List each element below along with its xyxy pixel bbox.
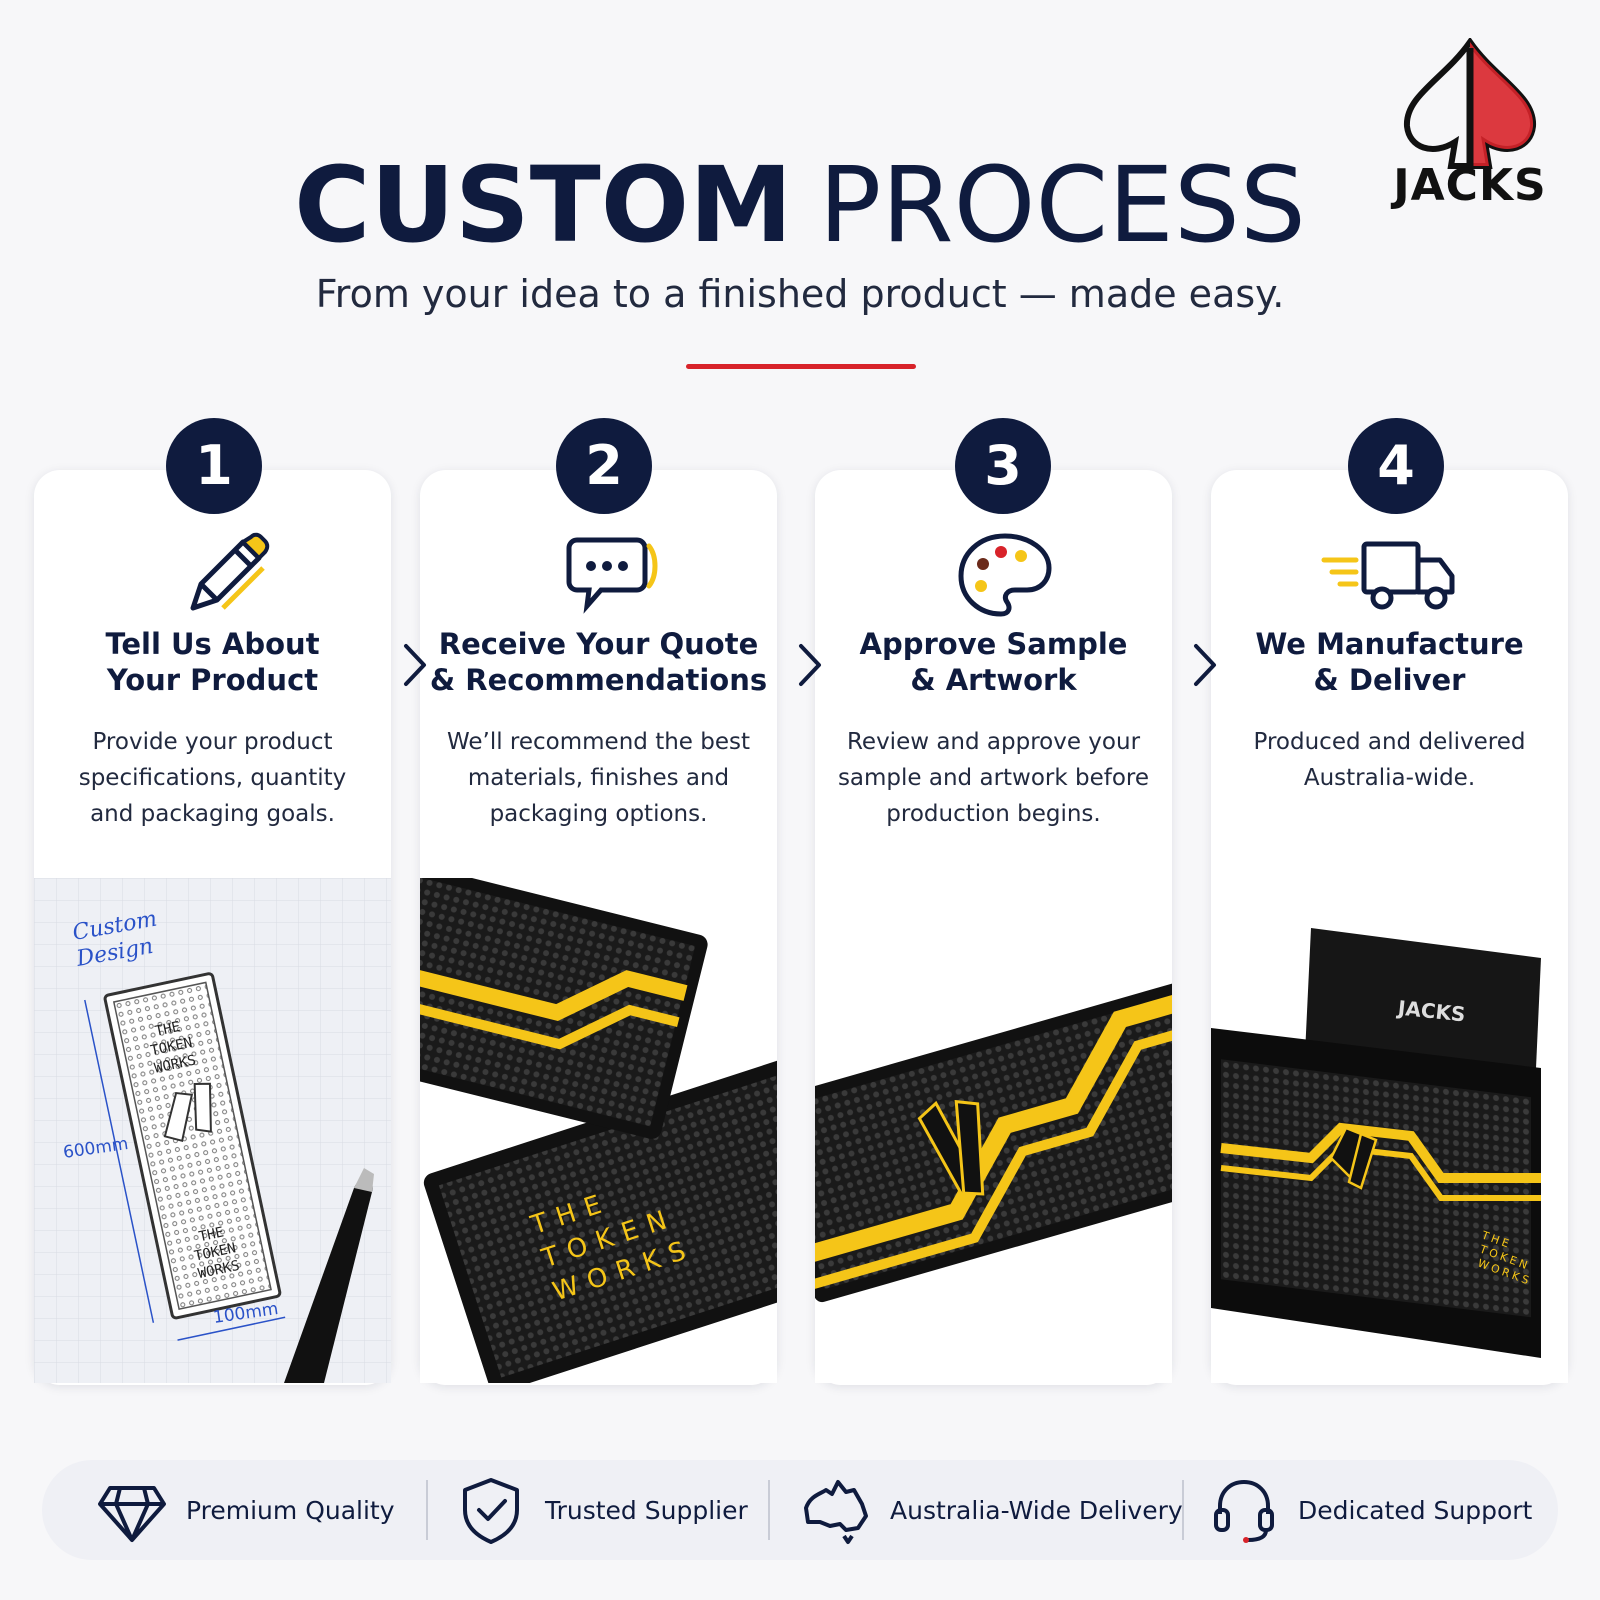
page-subtitle: From your idea to a finished product — m… xyxy=(315,272,1285,316)
australia-map-icon xyxy=(804,1480,868,1544)
feature-dedicated-support: Dedicated Support xyxy=(1208,1470,1532,1550)
chat-bubble-icon xyxy=(566,537,658,614)
feature-trusted-supplier: Trusted Supplier xyxy=(455,1470,748,1550)
chevron-right-icon xyxy=(1194,644,1216,686)
step-3-heading: Approve Sample & Artwork xyxy=(815,626,1172,698)
delivery-truck-icon xyxy=(1321,541,1455,610)
step-1-desc-line3: and packaging goals. xyxy=(90,801,335,827)
step-number-badge-2: 2 xyxy=(556,418,652,514)
feature-divider xyxy=(1182,1480,1184,1540)
step-3-description: Review and approve your sample and artwo… xyxy=(815,724,1172,832)
title-underline xyxy=(686,364,916,369)
step-2-heading-line2: & Recommendations xyxy=(429,663,768,697)
features-bar xyxy=(42,1460,1558,1560)
feature-label: Trusted Supplier xyxy=(545,1495,748,1525)
pencil-icon xyxy=(190,532,270,611)
step-number-badge-3: 3 xyxy=(955,418,1051,514)
chevron-right-icon xyxy=(404,644,426,686)
chevron-right-icon xyxy=(799,644,821,686)
step-2-heading-line1: Receive Your Quote xyxy=(438,627,759,661)
custom-design-sketch-image: THE TOKEN WORKS THE TOKEN WORKS Custom D… xyxy=(34,878,391,1383)
feature-label: Dedicated Support xyxy=(1298,1495,1533,1525)
bar-mat-samples-image: THE TOKEN WORKS xyxy=(420,878,777,1383)
sketch-label-the: THE xyxy=(154,1019,182,1040)
title-light: PROCESS xyxy=(818,144,1306,266)
feature-divider xyxy=(768,1480,770,1540)
feature-divider xyxy=(426,1480,428,1540)
step-2-description: We’ll recommend the best materials, fini… xyxy=(420,724,777,832)
title-bold: CUSTOM xyxy=(294,144,793,266)
step-4-description: Produced and delivered Australia-wide. xyxy=(1211,724,1568,796)
step-1-desc-line1: Provide your product xyxy=(92,729,333,755)
step-number-badge-4: 4 xyxy=(1348,418,1444,514)
jacks-logo-text: JACKS xyxy=(1393,160,1547,211)
sketch-label-the-2: THE xyxy=(197,1224,225,1245)
step-3-desc-line1: Review and approve your xyxy=(846,729,1141,755)
step-number-badge-1: 1 xyxy=(166,418,262,514)
step-1-description: Provide your product specifications, qua… xyxy=(34,724,391,832)
feature-label: Premium Quality xyxy=(186,1495,395,1525)
step-4-heading-line2: & Deliver xyxy=(1313,663,1466,697)
diamond-icon xyxy=(98,1486,166,1542)
step-1-heading-line2: Your Product xyxy=(106,663,319,697)
step-4-desc-line1: Produced and delivered xyxy=(1253,729,1526,755)
headset-icon xyxy=(1214,1479,1274,1543)
shield-check-icon xyxy=(463,1478,519,1544)
step-3-desc-line3: production begins. xyxy=(886,801,1101,827)
step-4-desc-line2: Australia-wide. xyxy=(1303,765,1476,791)
feature-australia-wide-delivery: Australia-Wide Delivery xyxy=(800,1470,1183,1550)
step-4-heading: We Manufacture & Deliver xyxy=(1211,626,1568,698)
step-3-desc-line2: sample and artwork before xyxy=(837,765,1150,791)
palette-icon xyxy=(958,533,1052,617)
step-3-heading-line2: & Artwork xyxy=(910,663,1077,697)
step-1-heading: Tell Us About Your Product xyxy=(34,626,391,698)
feature-premium-quality: Premium Quality xyxy=(96,1470,395,1550)
step-2-desc-line1: We’ll recommend the best xyxy=(446,729,751,755)
step-2-desc-line2: materials, finishes and xyxy=(467,765,730,791)
jacks-spade-logo xyxy=(1403,38,1537,169)
step-4-heading-line1: We Manufacture xyxy=(1255,627,1524,661)
step-1-desc-line2: specifications, quantity xyxy=(78,765,347,791)
step-2-heading: Receive Your Quote & Recommendations xyxy=(420,626,777,698)
step-1-heading-line1: Tell Us About xyxy=(105,627,320,661)
step-3-heading-line1: Approve Sample xyxy=(859,627,1128,661)
approved-sample-mat-image xyxy=(815,878,1172,1383)
feature-label: Australia-Wide Delivery xyxy=(890,1495,1183,1525)
step-2-desc-line3: packaging options. xyxy=(489,801,708,827)
packaged-product-image: JACKS THE TOKEN WORKS xyxy=(1211,878,1568,1383)
